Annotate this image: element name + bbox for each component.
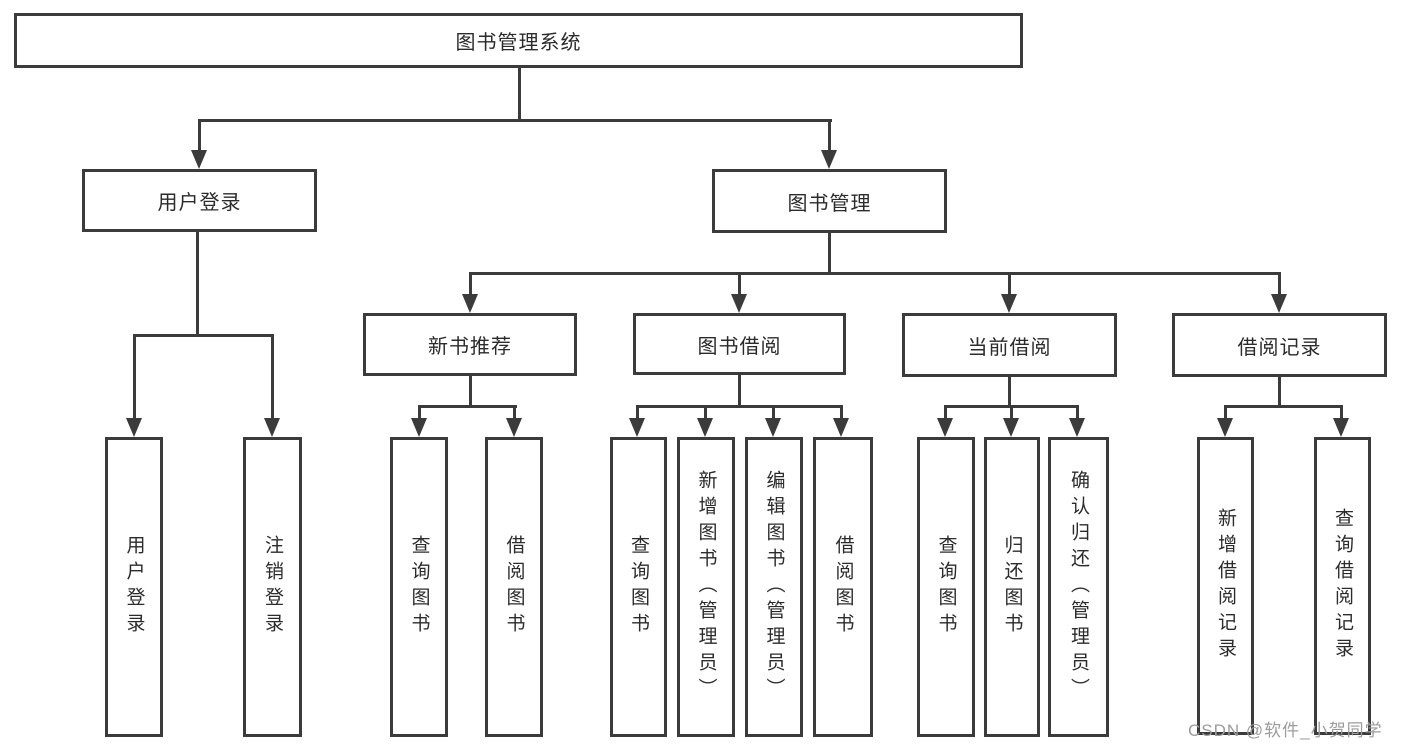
arrowhead-down-icon [126,418,142,437]
leaf-borrow-books-recommend: 借阅图书 [485,437,543,737]
connector-user-login-stub [196,231,199,337]
arrowhead-down-icon [731,294,747,313]
connector-drop [1224,405,1227,420]
arrowhead-down-icon [937,418,953,437]
connector-drop [1010,405,1013,420]
arrowhead-down-icon [411,418,427,437]
arrowhead-down-icon [1271,294,1287,313]
node-label: 用户登录 [123,535,145,639]
node-new-book-recommend: 新书推荐 [363,313,577,376]
connector-drop [772,405,775,420]
connector-group1-rail [418,405,517,408]
leaf-return-books: 归还图书 [984,437,1040,737]
connector-drop-current-borrow [1008,272,1011,297]
node-label: 新书推荐 [428,336,512,358]
leaf-query-books-borrow: 查询图书 [610,437,667,737]
leaf-query-borrow-record: 查询借阅记录 [1314,437,1371,735]
node-label: 新增借阅记录 [1215,508,1236,664]
leaf-borrow-books: 借阅图书 [813,437,873,737]
connector-drop [840,405,843,420]
arrowhead-down-icon [462,294,478,313]
leaf-logout: 注销登录 [243,437,302,737]
leaf-query-books-current: 查询图书 [917,437,975,737]
node-label: 图书借阅 [697,335,782,358]
connector-drop [418,405,421,420]
node-label: 编辑图书（管理员） [763,470,785,704]
connector-user-login-rail [133,334,274,337]
node-book-management: 图书管理 [712,169,947,233]
connector-drop-login-leaf [133,334,136,420]
connector-level3-rail [469,272,1281,275]
node-current-borrowing: 当前借阅 [902,313,1117,377]
node-label: 当前借阅 [967,336,1052,359]
node-label: 借阅图书 [832,535,854,639]
arrowhead-down-icon [833,418,849,437]
node-label: 新增图书（管理员） [695,470,717,704]
arrowhead-down-icon [1217,418,1233,437]
arrowhead-down-icon [1333,418,1349,437]
node-label: 确认归还（管理员） [1068,470,1089,704]
connector-drop-book-mgmt [828,119,831,152]
node-user-login: 用户登录 [82,169,317,232]
arrowhead-down-icon [191,150,207,169]
connector-drop-user-login [198,119,201,152]
connector-drop [1340,405,1343,420]
arrowhead-down-icon [629,418,645,437]
leaf-confirm-return-admin: 确认归还（管理员） [1048,437,1109,737]
node-label: 用户登录 [157,192,242,214]
connector-drop-borrow-record [1278,272,1281,297]
connector-group2-stub [738,374,741,408]
leaf-user-login: 用户登录 [105,437,163,737]
connector-group4-stub [1278,376,1281,408]
node-label: 图书管理系统 [455,32,582,54]
connector-group3-stub [1008,376,1011,408]
connector-group1-stub [469,375,472,408]
arrowhead-down-icon [1001,294,1017,313]
node-label: 查询图书 [935,535,957,639]
node-label: 借阅记录 [1237,336,1322,359]
connector-root-stub [518,67,521,122]
node-library-management-system: 图书管理系统 [14,13,1023,68]
arrowhead-down-icon [821,150,837,169]
connector-group4-rail [1224,405,1343,408]
node-book-borrowing: 图书借阅 [633,313,846,375]
connector-drop-book-borrow [738,272,741,297]
arrowhead-down-icon [765,418,781,437]
connector-drop-logout-leaf [271,334,274,420]
node-label: 归还图书 [1001,535,1023,639]
connector-drop [944,405,947,420]
node-label: 查询图书 [628,535,649,639]
connector-group2-rail [636,405,843,408]
connector-drop [1076,405,1079,420]
leaf-edit-books-admin: 编辑图书（管理员） [745,437,803,737]
arrowhead-down-icon [1069,418,1085,437]
leaf-add-borrow-record: 新增借阅记录 [1197,437,1254,735]
connector-drop [636,405,639,420]
node-label: 借阅图书 [503,535,525,639]
connector-drop [513,405,516,420]
leaf-add-books-admin: 新增图书（管理员） [677,437,735,737]
node-label: 图书管理 [787,192,872,215]
node-label: 注销登录 [262,535,283,639]
arrowhead-down-icon [1003,418,1019,437]
connector-book-mgmt-stub [828,232,831,275]
arrowhead-down-icon [697,418,713,437]
leaf-query-books-recommend: 查询图书 [390,437,448,737]
node-borrowing-records: 借阅记录 [1172,313,1387,377]
connector-drop [704,405,707,420]
connector-drop-new-book [469,272,472,297]
node-label: 查询借阅记录 [1332,508,1353,664]
node-label: 查询图书 [408,535,430,639]
arrowhead-down-icon [264,418,280,437]
arrowhead-down-icon [506,418,522,437]
connector-level2-rail [198,119,832,122]
csdn-watermark: CSDN @软件_小贺同学 [1188,721,1383,740]
